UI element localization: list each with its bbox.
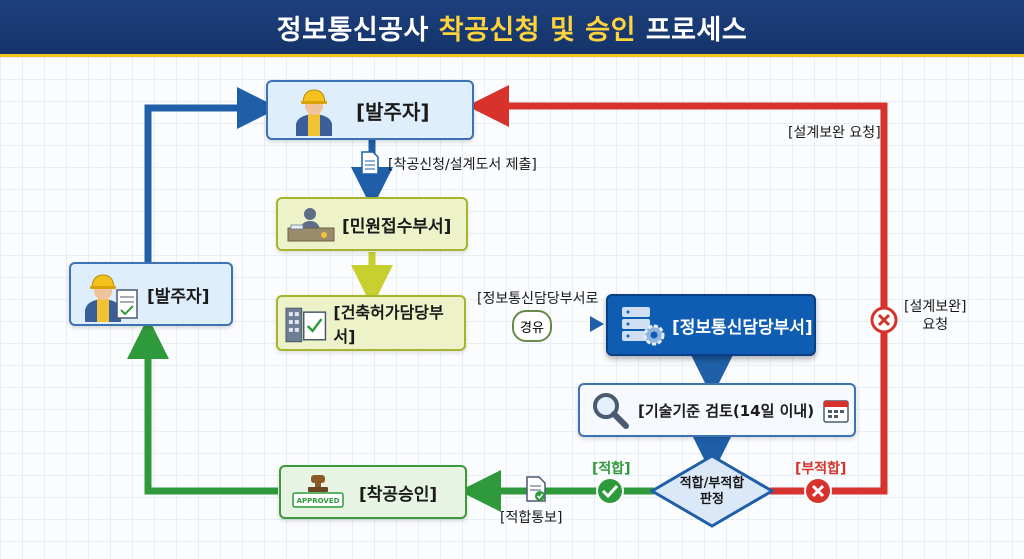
reception-label: [민원접수부서] (342, 216, 452, 237)
supplement-top-label: [설계보완 요청] (788, 125, 881, 141)
approval-box: APPROVED [착공승인] (279, 465, 467, 519)
worker-icon (85, 274, 138, 322)
client-top-label: [발주자] (356, 99, 430, 124)
permit-box: [건축허가담당부서] (276, 295, 466, 351)
supplement-side-line2: 요청 (922, 317, 949, 333)
arrow-approval-to-client (127, 317, 278, 495)
client-left-box: [발주자] (69, 262, 233, 326)
title-suffix: 프로세스 (635, 14, 748, 46)
stamp-icon: APPROVED (292, 475, 344, 508)
decision-line1: 적합/부적합 (679, 476, 745, 491)
decision-diamond (649, 454, 775, 528)
title-highlight: 착공신청 및 승인 (438, 14, 636, 46)
decision-label: 적합/부적합 판정 (652, 476, 772, 508)
document-icon (526, 476, 546, 502)
receptionist-icon (287, 208, 335, 242)
calendar-icon (823, 400, 849, 423)
arrow-head-ict (590, 316, 604, 332)
header-accent-line (0, 54, 1024, 57)
server-gear-icon (622, 307, 665, 346)
via-label: [정보통신담당부서로 (477, 291, 599, 307)
x-icon (804, 477, 832, 505)
permit-label: [건축허가담당부서] (333, 303, 444, 346)
client-left-label: [발주자] (147, 286, 210, 307)
reception-box: [민원접수부서] (276, 197, 468, 251)
pass-label: [적합] (592, 461, 631, 477)
ict-label: [정보통신담당부서] (672, 317, 813, 338)
client-top-box: [발주자] (266, 80, 474, 140)
building-permit-icon (285, 307, 327, 343)
page-title: 정보통신공사 착공신청 및 승인 프로세스 (0, 0, 1024, 54)
arrow-left-to-top (144, 87, 279, 262)
approval-label: [착공승인] (359, 484, 438, 505)
supplement-side-label: [설계보완] 요청 (904, 298, 966, 334)
stamp-text: APPROVED (297, 497, 340, 505)
decision-line2: 판정 (700, 492, 724, 507)
document-icon (361, 151, 379, 175)
via-badge: 경유 (512, 310, 552, 342)
submit-label: [착공신청/설계도서 제출] (388, 157, 537, 173)
review-label: [기술기준 검토(14일 이내) (638, 401, 815, 420)
worker-icon (296, 89, 332, 136)
notify-label: [적합통보] (500, 510, 563, 526)
review-box: [기술기준 검토(14일 이내) (578, 383, 856, 437)
title-prefix: 정보통신공사 (276, 14, 439, 46)
check-icon (596, 477, 624, 505)
supplement-side-line1: [설계보완] (904, 299, 967, 315)
ict-box: [정보통신담당부서] (606, 294, 816, 356)
x-icon (870, 306, 898, 334)
fail-label: [부적합] (795, 461, 847, 477)
via-badge-text: 경유 (520, 320, 544, 336)
magnifier-icon (593, 393, 629, 429)
